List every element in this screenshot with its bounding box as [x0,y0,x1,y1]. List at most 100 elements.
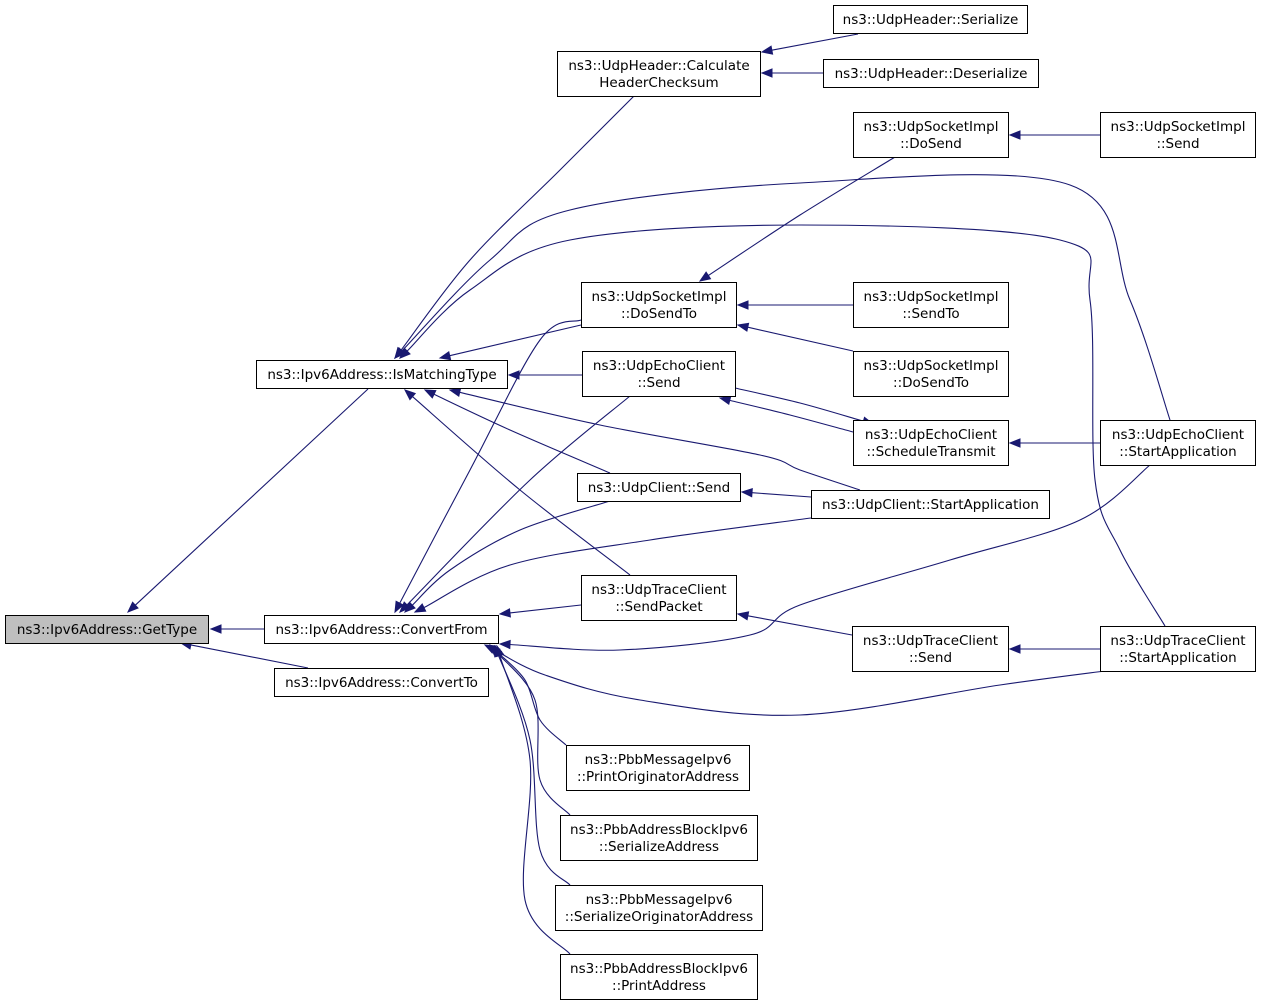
edge-line [459,391,861,491]
node-box [853,282,1009,328]
node-label: HeaderChecksum [599,75,718,91]
node-box [833,5,1028,34]
edge-sockDoSendTo-to-isMatchingType [438,324,582,361]
arrow-head [740,487,753,498]
node-box [5,615,209,644]
node-sockDoSendTo2[interactable]: ns3::UdpSocketImpl::DoSendTo [853,351,1009,397]
node-label: ::SendPacket [615,599,702,615]
node-echoSchedule[interactable]: ns3::UdpEchoClient::ScheduleTransmit [853,420,1009,466]
edge-traceStart-to-traceSend [1008,644,1100,654]
arrow-head [413,603,427,613]
node-label: ::Send [1156,136,1199,152]
node-isMatchingType[interactable]: ns3::Ipv6Address::IsMatchingType [256,360,508,389]
arrow-head [760,68,773,78]
node-sockSend[interactable]: ns3::UdpSocketImpl::Send [1100,112,1256,158]
edge-pbbBlockPrint-to-convertFrom [495,644,571,955]
arrow-head [127,601,139,613]
node-label: ns3::UdpTraceClient [1110,633,1245,649]
node-label: ns3::Ipv6Address::IsMatchingType [267,367,496,383]
node-clientSend[interactable]: ns3::UdpClient::Send [577,473,741,502]
edge-line [400,95,635,351]
edge-line [497,655,571,886]
edge-line [729,399,854,433]
edge-line [751,492,812,498]
node-label: ::Send [909,650,952,666]
edge-echoSend-to-convertFrom [399,395,631,613]
node-pbbMsgSerialize[interactable]: ns3::PbbMessageIpv6::SerializeOriginator… [555,885,763,931]
edge-line [134,388,369,606]
node-box [853,420,1009,466]
edge-traceSend-to-traceSendPacket [736,611,853,636]
node-label: ::PrintAddress [612,978,706,994]
edge-line [734,387,864,422]
node-label: ::SerializeOriginatorAddress [565,909,753,925]
node-label: ::DoSendTo [893,375,969,391]
edge-echoSend-to-isMatchingType [507,370,582,380]
arrow-head [423,389,437,399]
node-layer: ns3::Ipv6Address::GetTypens3::Ipv6Addres… [5,5,1256,1000]
node-box [560,954,758,1000]
node-label: ns3::UdpEchoClient [865,427,997,443]
node-label: ::PrintOriginatorAddress [577,769,739,785]
edge-echoStart-to-isMatchingType [394,174,1171,421]
edge-pbbBlockSerialize-to-convertFrom [491,644,571,816]
node-box [581,575,737,621]
node-udpHeaderSerialize[interactable]: ns3::UdpHeader::Serialize [833,5,1028,34]
arrow-head [1008,438,1021,448]
node-echoStart[interactable]: ns3::UdpEchoClient::StartApplication [1100,420,1256,466]
node-sockSendTo[interactable]: ns3::UdpSocketImpl::SendTo [853,282,1009,328]
node-label: ::SerializeAddress [599,839,719,855]
edge-line [406,395,631,606]
node-echoSend[interactable]: ns3::UdpEchoClient::Send [582,351,736,397]
arrow-head [1008,130,1021,140]
node-box [566,745,750,791]
node-label: ns3::UdpHeader::Deserialize [835,66,1028,82]
edge-line [401,174,1171,421]
node-label: ns3::UdpSocketImpl [864,119,999,135]
node-label: ns3::PbbAddressBlockIpv6 [570,822,748,838]
edge-sockDoSend-to-sockDoSendTo [698,156,896,282]
edge-udpHeaderDeserialize-to-calcChecksum [760,68,823,78]
edge-line [493,649,1106,716]
node-convertFrom[interactable]: ns3::Ipv6Address::ConvertFrom [264,615,499,644]
node-sockDoSendTo[interactable]: ns3::UdpSocketImpl::DoSendTo [581,282,737,328]
node-convertTo[interactable]: ns3::Ipv6Address::ConvertTo [274,668,489,697]
edge-line [747,615,853,636]
node-box [1100,420,1256,466]
edge-line [747,326,854,352]
node-box [823,59,1039,88]
node-box [1100,112,1256,158]
node-label: ::Send [637,375,680,391]
arrow-head [394,600,405,614]
edge-layer [127,33,1171,955]
node-pbbMsgPrint[interactable]: ns3::PbbMessageIpv6::PrintOriginatorAddr… [566,745,750,791]
node-label: ns3::UdpHeader::Serialize [843,12,1019,28]
node-box [581,282,737,328]
edge-convertTo-to-getType [179,640,309,669]
arrow-head [736,322,750,332]
node-getType[interactable]: ns3::Ipv6Address::GetType [5,615,209,644]
node-pbbBlockSerialize[interactable]: ns3::PbbAddressBlockIpv6::SerializeAddre… [560,815,758,861]
arrow-head [698,271,712,282]
arrow-head [448,387,462,398]
arrow-head [498,608,511,618]
edge-line [423,517,812,609]
node-label: ::StartApplication [1119,444,1237,460]
node-label: ns3::PbbMessageIpv6 [586,892,733,908]
node-box [555,885,763,931]
edge-line [707,156,896,276]
node-label: ns3::PbbAddressBlockIpv6 [570,961,748,977]
node-traceStart[interactable]: ns3::UdpTraceClient::StartApplication [1100,626,1256,672]
node-label: ::StartApplication [1119,650,1237,666]
node-label: ns3::UdpSocketImpl [864,358,999,374]
node-udpHeaderDeserialize[interactable]: ns3::UdpHeader::Deserialize [823,59,1039,88]
node-sockDoSend[interactable]: ns3::UdpSocketImpl::DoSend [853,112,1009,158]
node-pbbBlockPrint[interactable]: ns3::PbbAddressBlockIpv6::PrintAddress [560,954,758,1000]
node-clientStart[interactable]: ns3::UdpClient::StartApplication [811,490,1050,519]
node-traceSendPacket[interactable]: ns3::UdpTraceClient::SendPacket [581,575,737,621]
arrow-head [403,389,417,401]
node-traceSend[interactable]: ns3::UdpTraceClient::Send [852,626,1009,672]
edge-traceStart-to-convertFrom [483,644,1106,716]
arrow-head [498,639,511,650]
